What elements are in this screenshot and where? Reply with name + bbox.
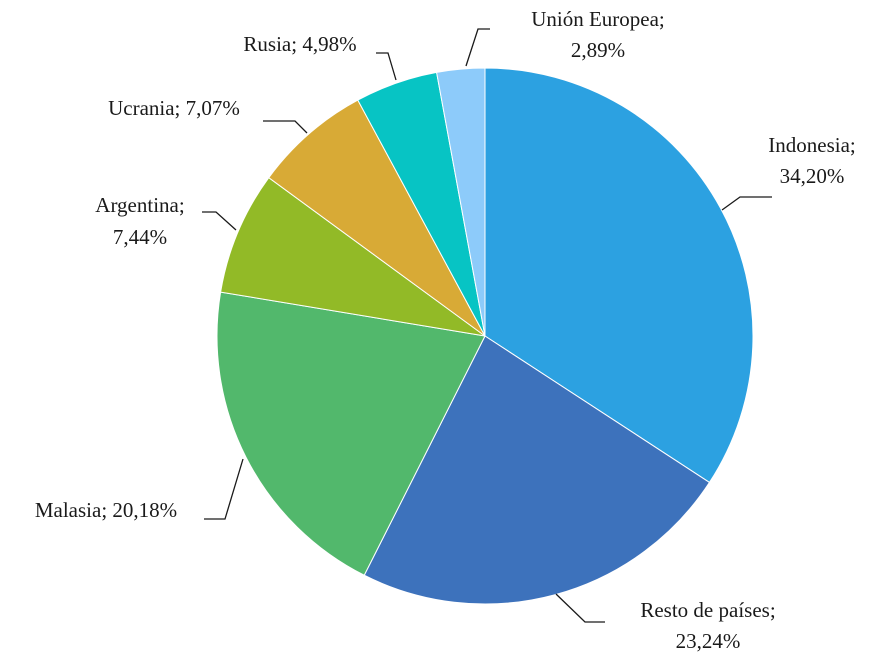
pie-slices bbox=[216, 67, 754, 605]
slice-value-label: 7,44% bbox=[113, 225, 167, 249]
leader-line bbox=[202, 211, 237, 231]
leader-line bbox=[376, 52, 397, 81]
slice-label: Argentina; bbox=[95, 193, 184, 217]
leader-line bbox=[263, 120, 308, 134]
leader-line bbox=[721, 196, 772, 211]
pie-slice-malasia bbox=[216, 291, 486, 576]
pie-slice-unión-europea bbox=[436, 67, 486, 337]
slice-label: Indonesia; bbox=[768, 133, 855, 157]
leader-line bbox=[555, 593, 605, 623]
slice-label: Ucrania; 7,07% bbox=[108, 96, 240, 120]
pie-slice-argentina bbox=[220, 176, 486, 337]
leader-line bbox=[465, 28, 490, 67]
slice-label: Rusia; 4,98% bbox=[243, 32, 356, 56]
slice-label: Malasia; 20,18% bbox=[35, 498, 177, 522]
slice-label: Resto de países; bbox=[640, 598, 775, 622]
leader-line bbox=[204, 458, 244, 520]
slice-value-label: 34,20% bbox=[780, 164, 845, 188]
leader-lines bbox=[202, 28, 772, 623]
slice-label: Unión Europea; bbox=[531, 7, 665, 31]
pie-slice-resto-de-países bbox=[363, 335, 711, 605]
pie-slice-indonesia bbox=[484, 67, 754, 484]
slice-value-label: 2,89% bbox=[571, 38, 625, 62]
pie-slice-ucrania bbox=[268, 99, 486, 337]
slice-value-label: 23,24% bbox=[676, 629, 741, 653]
slice-labels: Indonesia; 34,20% Resto de países; 23,24% Ma… bbox=[35, 7, 856, 653]
